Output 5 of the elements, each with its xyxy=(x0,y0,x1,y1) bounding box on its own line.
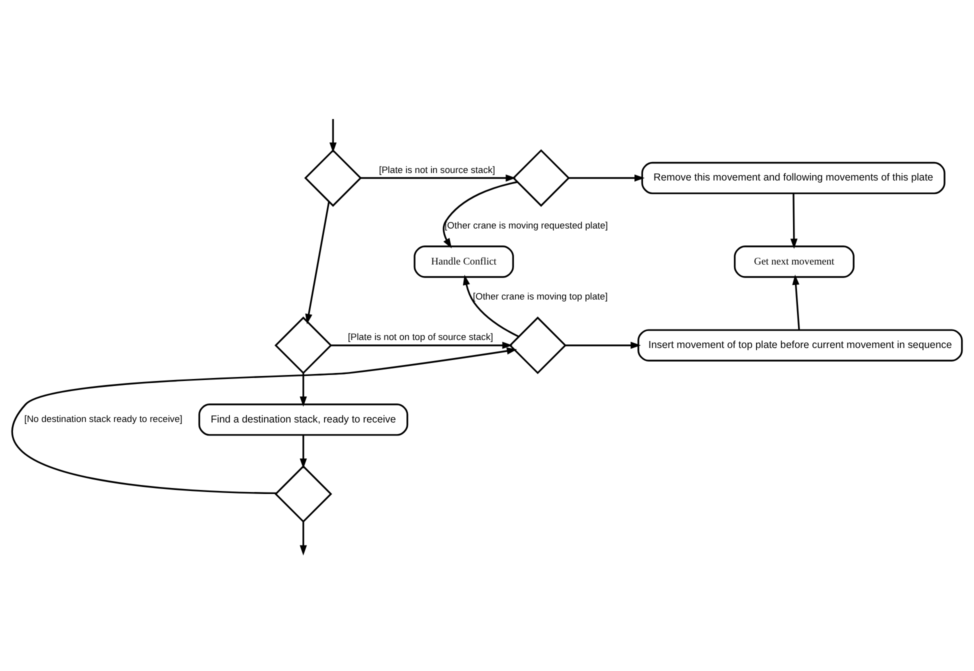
edge-label: [Other crane is moving top plate] xyxy=(472,291,608,302)
edge-label: [No destination stack ready to receive] xyxy=(24,414,182,424)
edge-label: [Plate is not in source stack] xyxy=(379,164,496,174)
edge-label: [Plate is not on top of source stack] xyxy=(348,332,494,342)
edge-label: [Other crane is moving requested plate] xyxy=(444,220,608,230)
